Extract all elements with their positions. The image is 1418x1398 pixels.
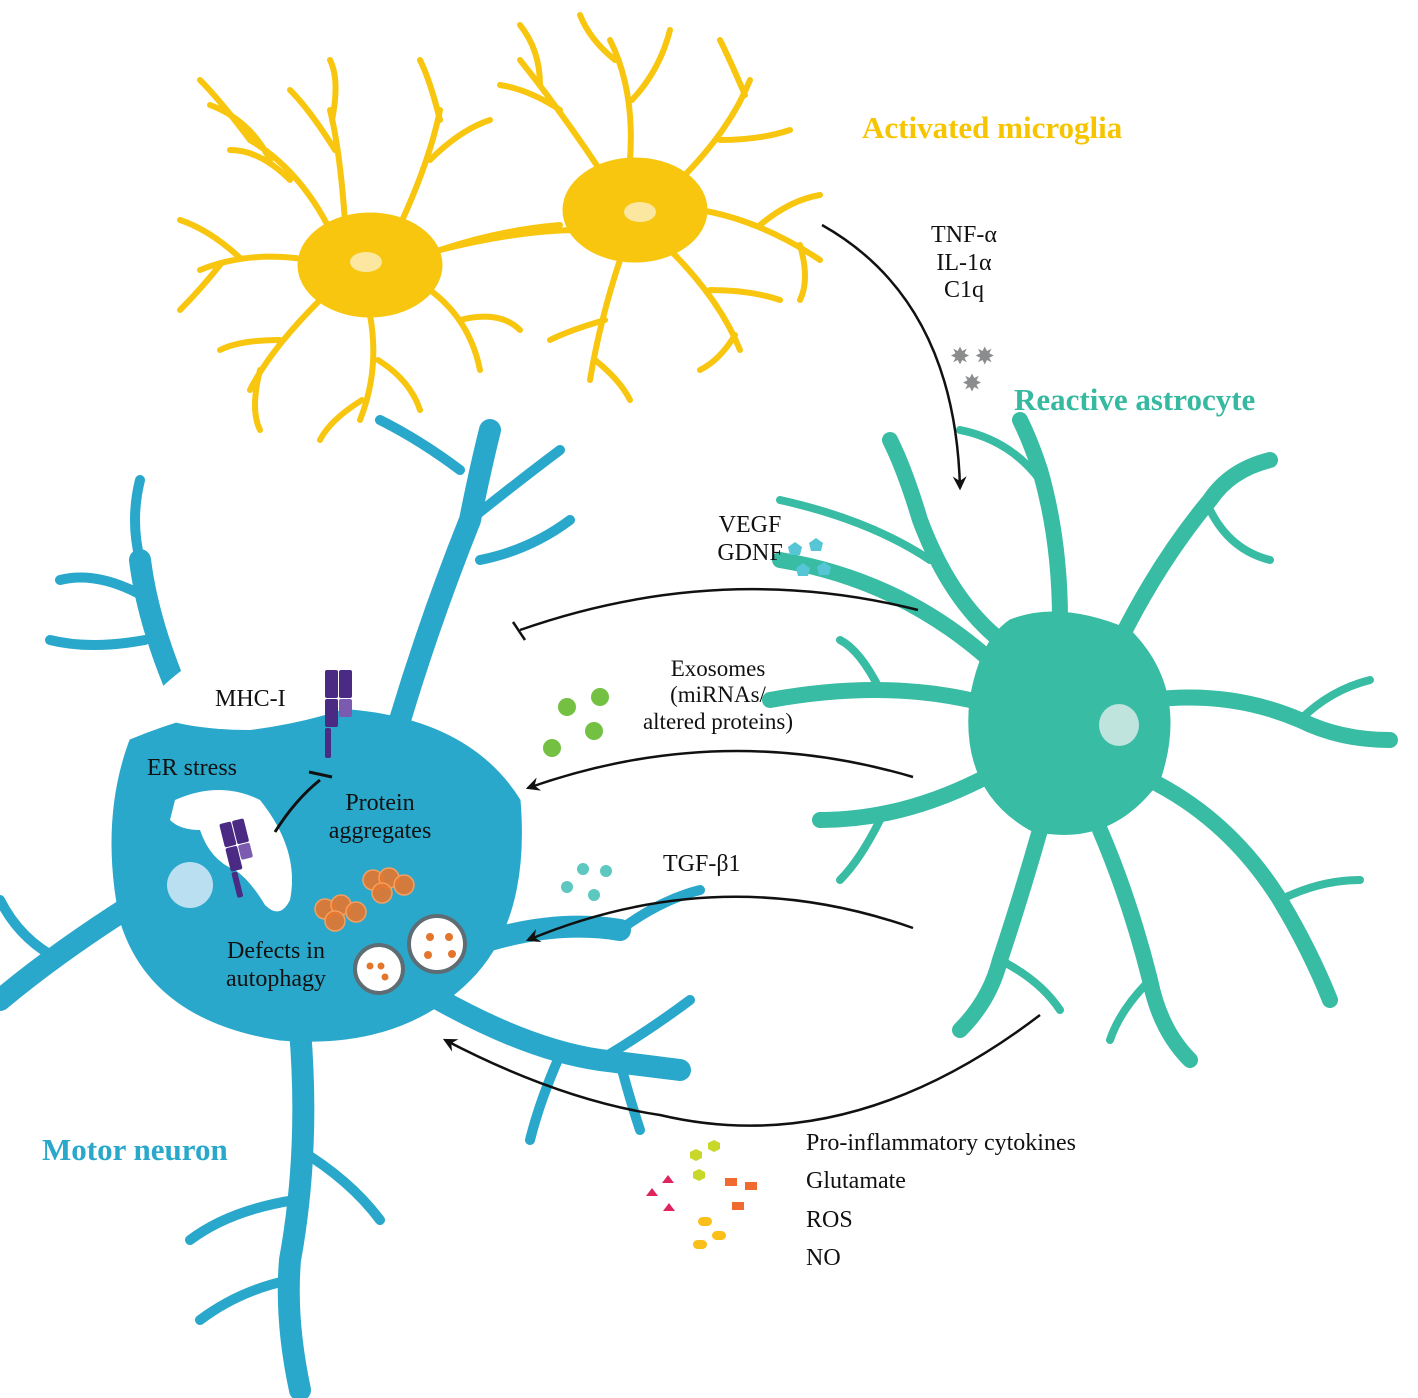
autophagy-label: Defects in autophagy (206, 938, 346, 993)
tgf-dots-icon (561, 863, 612, 901)
protein-label-line1: Protein (345, 790, 415, 816)
inhibit-trophic-to-neuron (519, 587, 919, 632)
signal-altered-proteins: altered proteins) (642, 708, 794, 734)
microglia-nucleus (624, 202, 656, 222)
signal-ros: ROS (806, 1206, 853, 1233)
mhc-i-membrane-icon (325, 670, 352, 758)
protein-aggregates-label: Protein aggregates (320, 790, 440, 845)
autophagy-label-line1: Defects in (227, 938, 325, 964)
microglia-cell-left (177, 57, 563, 443)
toxic-signals: Pro-inflammatory cytokines Glutamate ROS… (806, 1124, 1076, 1278)
astrocyte-label: Reactive astrocyte (1014, 382, 1256, 417)
trophic-factor-pentagons-icon (788, 538, 831, 576)
signal-mirnas: (miRNAs/ (670, 682, 766, 708)
arrow-microglia-to-astrocyte (821, 223, 967, 491)
motor-neuron-label: Motor neuron (42, 1132, 228, 1167)
signal-il1: IL-1α (936, 249, 992, 276)
microglia-label: Activated microglia (862, 110, 1123, 145)
signal-tnf: TNF-α (931, 222, 997, 248)
er-stress-label: ER stress (147, 755, 237, 781)
exosome-dots-icon (543, 688, 609, 757)
astrocyte-cell (762, 412, 1398, 1068)
trophic-signals: VEGF GDNF (690, 512, 810, 567)
astrocyte-nucleus (1099, 704, 1139, 746)
exosome-signals: Exosomes (miRNAs/ altered proteins) (618, 656, 818, 735)
arrow-toxic-to-neuron (442, 1014, 1041, 1127)
microglia-signals: TNF-α IL-1α C1q (924, 222, 1004, 305)
signal-gdnf: GDNF (717, 539, 783, 566)
toxic-factors-icon (646, 1140, 757, 1249)
signal-no: NO (806, 1245, 841, 1272)
inhibition-arrow-er-mhc (273, 778, 321, 833)
autophagosome-icon (353, 914, 467, 995)
microglia-cell-right (437, 12, 823, 403)
inhibition-bar (308, 770, 333, 779)
protein-aggregates-icon (314, 867, 415, 932)
protein-label-line2: aggregates (328, 817, 432, 844)
microglia-nucleus (350, 252, 382, 272)
autophagy-label-line2: autophagy (226, 965, 326, 992)
signal-glutamate: Glutamate (806, 1168, 906, 1195)
signal-exosomes: Exosomes (670, 656, 766, 681)
neuron-nucleus (167, 862, 213, 908)
signal-vegf: VEGF (718, 512, 782, 538)
arrow-exosomes-to-neuron (525, 749, 914, 791)
arrow-tgf-to-neuron (525, 895, 914, 942)
inhibition-bar-trophic (511, 621, 527, 641)
cytokine-stars-icon (951, 346, 994, 392)
signal-tgf: TGF-β1 (663, 851, 741, 877)
signal-c1q: C1q (943, 277, 984, 304)
mhc-label: MHC-I (215, 686, 286, 712)
signal-cytokines: Pro-inflammatory cytokines (806, 1130, 1076, 1156)
mhc-i-er-icon (219, 818, 253, 898)
